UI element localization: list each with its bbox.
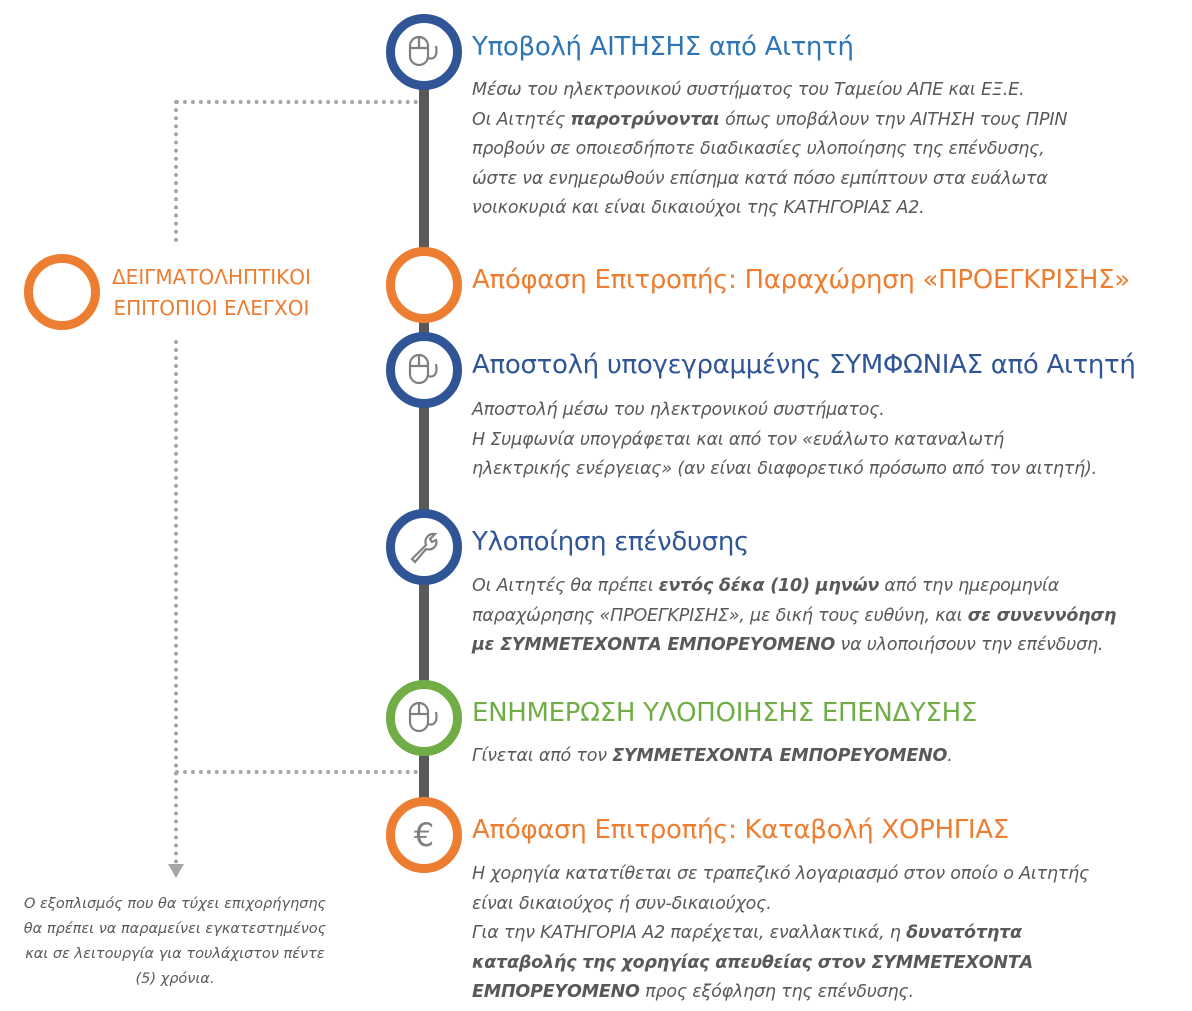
step-circle xyxy=(386,332,462,408)
text: Για την ΚΑΤΗΓΟΡΙΑ Α2 παρέχεται, εναλλακτ… xyxy=(472,923,907,943)
mouse-icon xyxy=(404,350,444,390)
description-line: παραχώρησης «ΠΡΟΕΓΚΡΙΣΗΣ», με δική τους … xyxy=(472,602,1116,632)
step-circle xyxy=(386,509,462,585)
emphasis-text: εντός δέκα (10) μηνών xyxy=(658,576,880,596)
emphasis-text: καταβολής της χορηγίας απευθείας στον ΣΥ… xyxy=(472,952,1033,973)
text: Γίνεται από τον xyxy=(472,746,613,766)
equipment-note: Ο εξοπλισμός που θα τύχει επιχορήγησης θ… xyxy=(10,892,340,992)
side-circle xyxy=(24,254,100,330)
timeline-line xyxy=(419,52,429,837)
text: Μέσω του ηλεκτρονικού συστήματος του Ταμ… xyxy=(472,80,1025,100)
text: ηλεκτρικής ενέργειας» (αν είναι διαφορετ… xyxy=(472,459,1097,479)
description-line: Η Συμφωνία υπογράφεται και από τον «ευάλ… xyxy=(472,426,1097,456)
step-circle xyxy=(386,14,462,90)
step-title: Υλοποίηση επένδυσης xyxy=(472,527,749,557)
note-line: (5) χρόνια. xyxy=(135,971,215,987)
description-line: είναι δικαιούχος ή συν-δικαιούχος. xyxy=(472,890,1089,920)
step-circle xyxy=(386,247,462,323)
text: ώστε να ενημερωθούν επίσημα κατά πόσο εμ… xyxy=(472,168,1048,189)
step-title: Υποβολή ΑΙΤΗΣΗΣ από Αιτητή xyxy=(472,32,854,62)
side-label-line: ΕΠΙΤΟΠΙΟΙ ΕΛΕΓΧΟΙ xyxy=(113,296,310,320)
description-line: Γίνεται από τον ΣΥΜΜΕΤΕΧΟΝΤΑ ΕΜΠΟΡΕΥΟΜΕΝ… xyxy=(472,742,953,772)
euro-icon: € xyxy=(404,815,444,855)
description-line: Αποστολή μέσω του ηλεκτρονικού συστήματο… xyxy=(472,396,1097,426)
step-description: Γίνεται από τον ΣΥΜΜΕΤΕΧΟΝΤΑ ΕΜΠΟΡΕΥΟΜΕΝ… xyxy=(472,742,953,772)
step-circle: € xyxy=(386,797,462,873)
step-title: Αποστολή υπογεγραμμένης ΣΥΜΦΩΝΙΑΣ από Αι… xyxy=(472,350,1136,380)
description-line: Για την ΚΑΤΗΓΟΡΙΑ Α2 παρέχεται, εναλλακτ… xyxy=(472,919,1089,949)
step-title: ΕΝΗΜΕΡΩΣΗ ΥΛΟΠΟΙΗΣΗΣ ΕΠΕΝΔΥΣΗΣ xyxy=(472,698,978,728)
dotted-connector-bottom xyxy=(175,770,418,774)
emphasis-text: παροτρύνονται xyxy=(570,109,720,130)
side-label-line: ΔΕΙΓΜΑΤΟΛΗΠΤΙΚΟΙ xyxy=(112,265,311,289)
text: Οι Αιτητές θα πρέπει xyxy=(472,576,659,596)
text: να υλοποιήσουν την επένδυση. xyxy=(835,635,1104,655)
emphasis-text: δυνατότητα xyxy=(906,923,1022,943)
description-line: νοικοκυριά και είναι δικαιούχοι της ΚΑΤΗ… xyxy=(472,194,1067,224)
text: προς εξόφληση της επένδυσης. xyxy=(639,982,914,1002)
note-line: θα πρέπει να παραμείνει εγκατεστημένος xyxy=(23,921,327,937)
step-description: Οι Αιτητές θα πρέπει εντός δέκα (10) μην… xyxy=(472,572,1116,661)
text: . xyxy=(947,746,953,766)
step-description: Η χορηγία κατατίθεται σε τραπεζικό λογαρ… xyxy=(472,860,1089,1008)
description-line: Οι Αιτητές παροτρύνονται όπως υποβάλουν … xyxy=(472,106,1067,136)
text: όπως υποβάλουν την ΑΙΤΗΣΗ τους ΠΡΙΝ xyxy=(719,109,1068,130)
description-line: ΕΜΠΟΡΕΥΟΜΕΝΟ προς εξόφληση της επένδυσης… xyxy=(472,978,1089,1008)
step-title: Απόφαση Επιτροπής: Παραχώρηση «ΠΡΟΕΓΚΡΙΣ… xyxy=(472,265,1130,295)
text: νοικοκυριά και είναι δικαιούχοι της ΚΑΤΗ… xyxy=(472,198,925,218)
emphasis-text: ΣΥΜΜΕΤΕΧΟΝΤΑ ΕΜΠΟΡΕΥΟΜΕΝΟ xyxy=(612,746,948,766)
dotted-connector-upper xyxy=(174,100,178,242)
emphasis-text: σε συνεννόηση xyxy=(967,605,1117,626)
note-line: Ο εξοπλισμός που θα τύχει επιχορήγησης xyxy=(23,896,327,912)
mouse-icon xyxy=(404,32,444,72)
text: Η χορηγία κατατίθεται σε τραπεζικό λογαρ… xyxy=(472,864,1090,884)
dotted-connector-lower xyxy=(174,340,178,864)
step-description: Αποστολή μέσω του ηλεκτρονικού συστήματο… xyxy=(472,396,1097,485)
description-line: ηλεκτρικής ενέργειας» (αν είναι διαφορετ… xyxy=(472,455,1097,485)
wrench-icon xyxy=(404,527,444,567)
description-line: καταβολής της χορηγίας απευθείας στον ΣΥ… xyxy=(472,949,1089,979)
description-line: Η χορηγία κατατίθεται σε τραπεζικό λογαρ… xyxy=(472,860,1089,890)
description-line: ώστε να ενημερωθούν επίσημα κατά πόσο εμ… xyxy=(472,165,1067,195)
emphasis-text: με ΣΥΜΜΕΤΕΧΟΝΤΑ ΕΜΠΟΡΕΥΟΜΕΝΟ xyxy=(472,635,836,655)
text: από την ημερομηνία xyxy=(879,576,1060,596)
side-label: ΔΕΙΓΜΑΤΟΛΗΠΤΙΚΟΙ ΕΠΙΤΟΠΙΟΙ ΕΛΕΓΧΟΙ xyxy=(112,262,311,324)
text: Η Συμφωνία υπογράφεται και από τον «ευάλ… xyxy=(472,429,1005,450)
description-line: με ΣΥΜΜΕΤΕΧΟΝΤΑ ΕΜΠΟΡΕΥΟΜΕΝΟ να υλοποιήσ… xyxy=(472,631,1116,661)
step-title: Απόφαση Επιτροπής: Καταβολή ΧΟΡΗΓΙΑΣ xyxy=(472,815,1009,845)
emphasis-text: ΕΜΠΟΡΕΥΟΜΕΝΟ xyxy=(472,982,640,1002)
description-line: Οι Αιτητές θα πρέπει εντός δέκα (10) μην… xyxy=(472,572,1116,602)
arrow-down-icon xyxy=(168,864,184,878)
text: προβούν σε οποιεσδήποτε διαδικασίες υλοπ… xyxy=(472,139,1045,159)
text: Οι Αιτητές xyxy=(472,109,571,130)
mouse-icon xyxy=(404,698,444,738)
note-line: και σε λειτουργία για τουλάχιστον πέντε xyxy=(25,946,325,962)
description-line: προβούν σε οποιεσδήποτε διαδικασίες υλοπ… xyxy=(472,135,1067,165)
step-circle xyxy=(386,680,462,756)
dotted-connector-top xyxy=(175,100,418,104)
step-description: Μέσω του ηλεκτρονικού συστήματος του Ταμ… xyxy=(472,76,1067,224)
description-line: Μέσω του ηλεκτρονικού συστήματος του Ταμ… xyxy=(472,76,1067,106)
text: Αποστολή μέσω του ηλεκτρονικού συστήματο… xyxy=(472,400,885,420)
svg-text:€: € xyxy=(414,816,434,854)
text: παραχώρησης «ΠΡΟΕΓΚΡΙΣΗΣ», με δική τους … xyxy=(472,605,968,626)
text: είναι δικαιούχος ή συν-δικαιούχος. xyxy=(472,893,772,914)
